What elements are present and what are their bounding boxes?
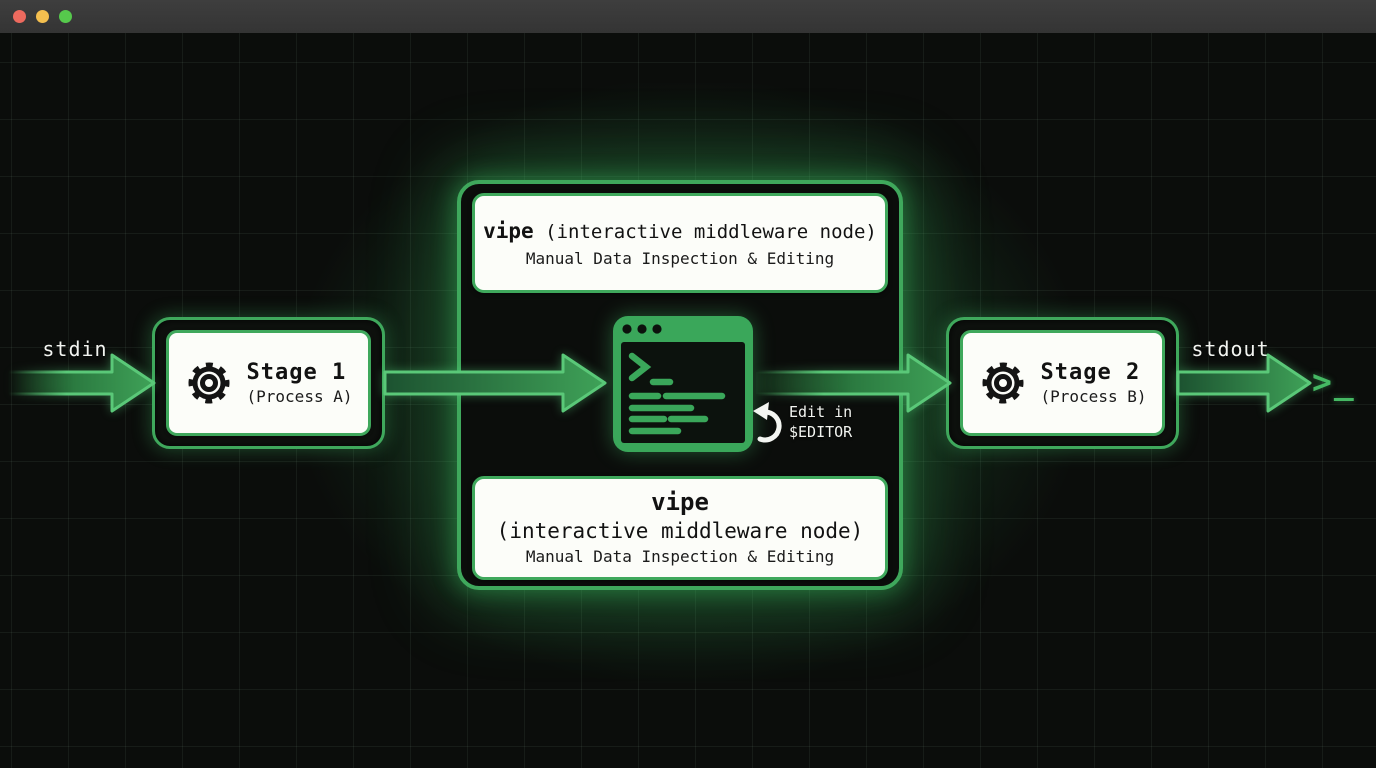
stage2-subtitle: (Process B) xyxy=(1040,386,1147,406)
stage1-title: Stage 1 xyxy=(246,359,347,385)
stage1-text: Stage 1 (Process A) xyxy=(247,360,353,407)
window-titlebar xyxy=(0,0,1376,33)
editor-note-line2: $EDITOR xyxy=(789,423,853,441)
stage2-node: Stage 2 (Process B) xyxy=(946,317,1179,449)
vipe-top-title: vipe (interactive middleware node) xyxy=(483,216,877,247)
vipe-bottom-card: vipe (interactive middleware node) Manua… xyxy=(472,476,888,580)
stage2-title: Stage 2 xyxy=(1040,359,1141,385)
editor-note: Edit in $EDITOR xyxy=(789,402,852,442)
stage2-text: Stage 2 (Process B) xyxy=(1041,360,1147,407)
gear-icon xyxy=(982,362,1024,404)
stage1-subtitle: (Process A) xyxy=(246,386,353,406)
vipe-top-name: vipe xyxy=(483,218,534,243)
flow-arrow-vipe-to-stage2 xyxy=(754,353,952,413)
terminal-prompt-glyph: >_ xyxy=(1312,362,1356,401)
curved-arrow-icon xyxy=(753,402,782,443)
vipe-bottom-name: vipe xyxy=(651,488,709,516)
traffic-light-close-icon[interactable] xyxy=(13,10,26,23)
vipe-top-card: vipe (interactive middleware node) Manua… xyxy=(472,193,888,293)
vipe-bottom-subtitle: Manual Data Inspection & Editing xyxy=(525,547,835,566)
vipe-top-subtitle: Manual Data Inspection & Editing xyxy=(525,248,835,268)
flow-arrow-stage1-to-vipe xyxy=(383,353,607,413)
terminal-window-icon xyxy=(613,316,753,452)
vipe-top-descriptor: (interactive middleware node) xyxy=(545,220,877,243)
traffic-light-zoom-icon[interactable] xyxy=(59,10,72,23)
traffic-light-minimize-icon[interactable] xyxy=(36,10,49,23)
stdin-label: stdin xyxy=(42,337,108,361)
stage1-card: Stage 1 (Process A) xyxy=(166,330,371,436)
gear-icon xyxy=(188,362,230,404)
editor-note-line1: Edit in xyxy=(789,403,853,421)
stage2-card: Stage 2 (Process B) xyxy=(960,330,1165,436)
flow-arrow-stdout xyxy=(1176,353,1312,413)
diagram-canvas: stdin xyxy=(0,33,1376,768)
flow-arrow-stdin xyxy=(6,353,156,413)
stdout-label: stdout xyxy=(1191,337,1270,361)
vipe-bottom-descriptor: (interactive middleware node) xyxy=(496,519,864,543)
stage1-node: Stage 1 (Process A) xyxy=(152,317,385,449)
